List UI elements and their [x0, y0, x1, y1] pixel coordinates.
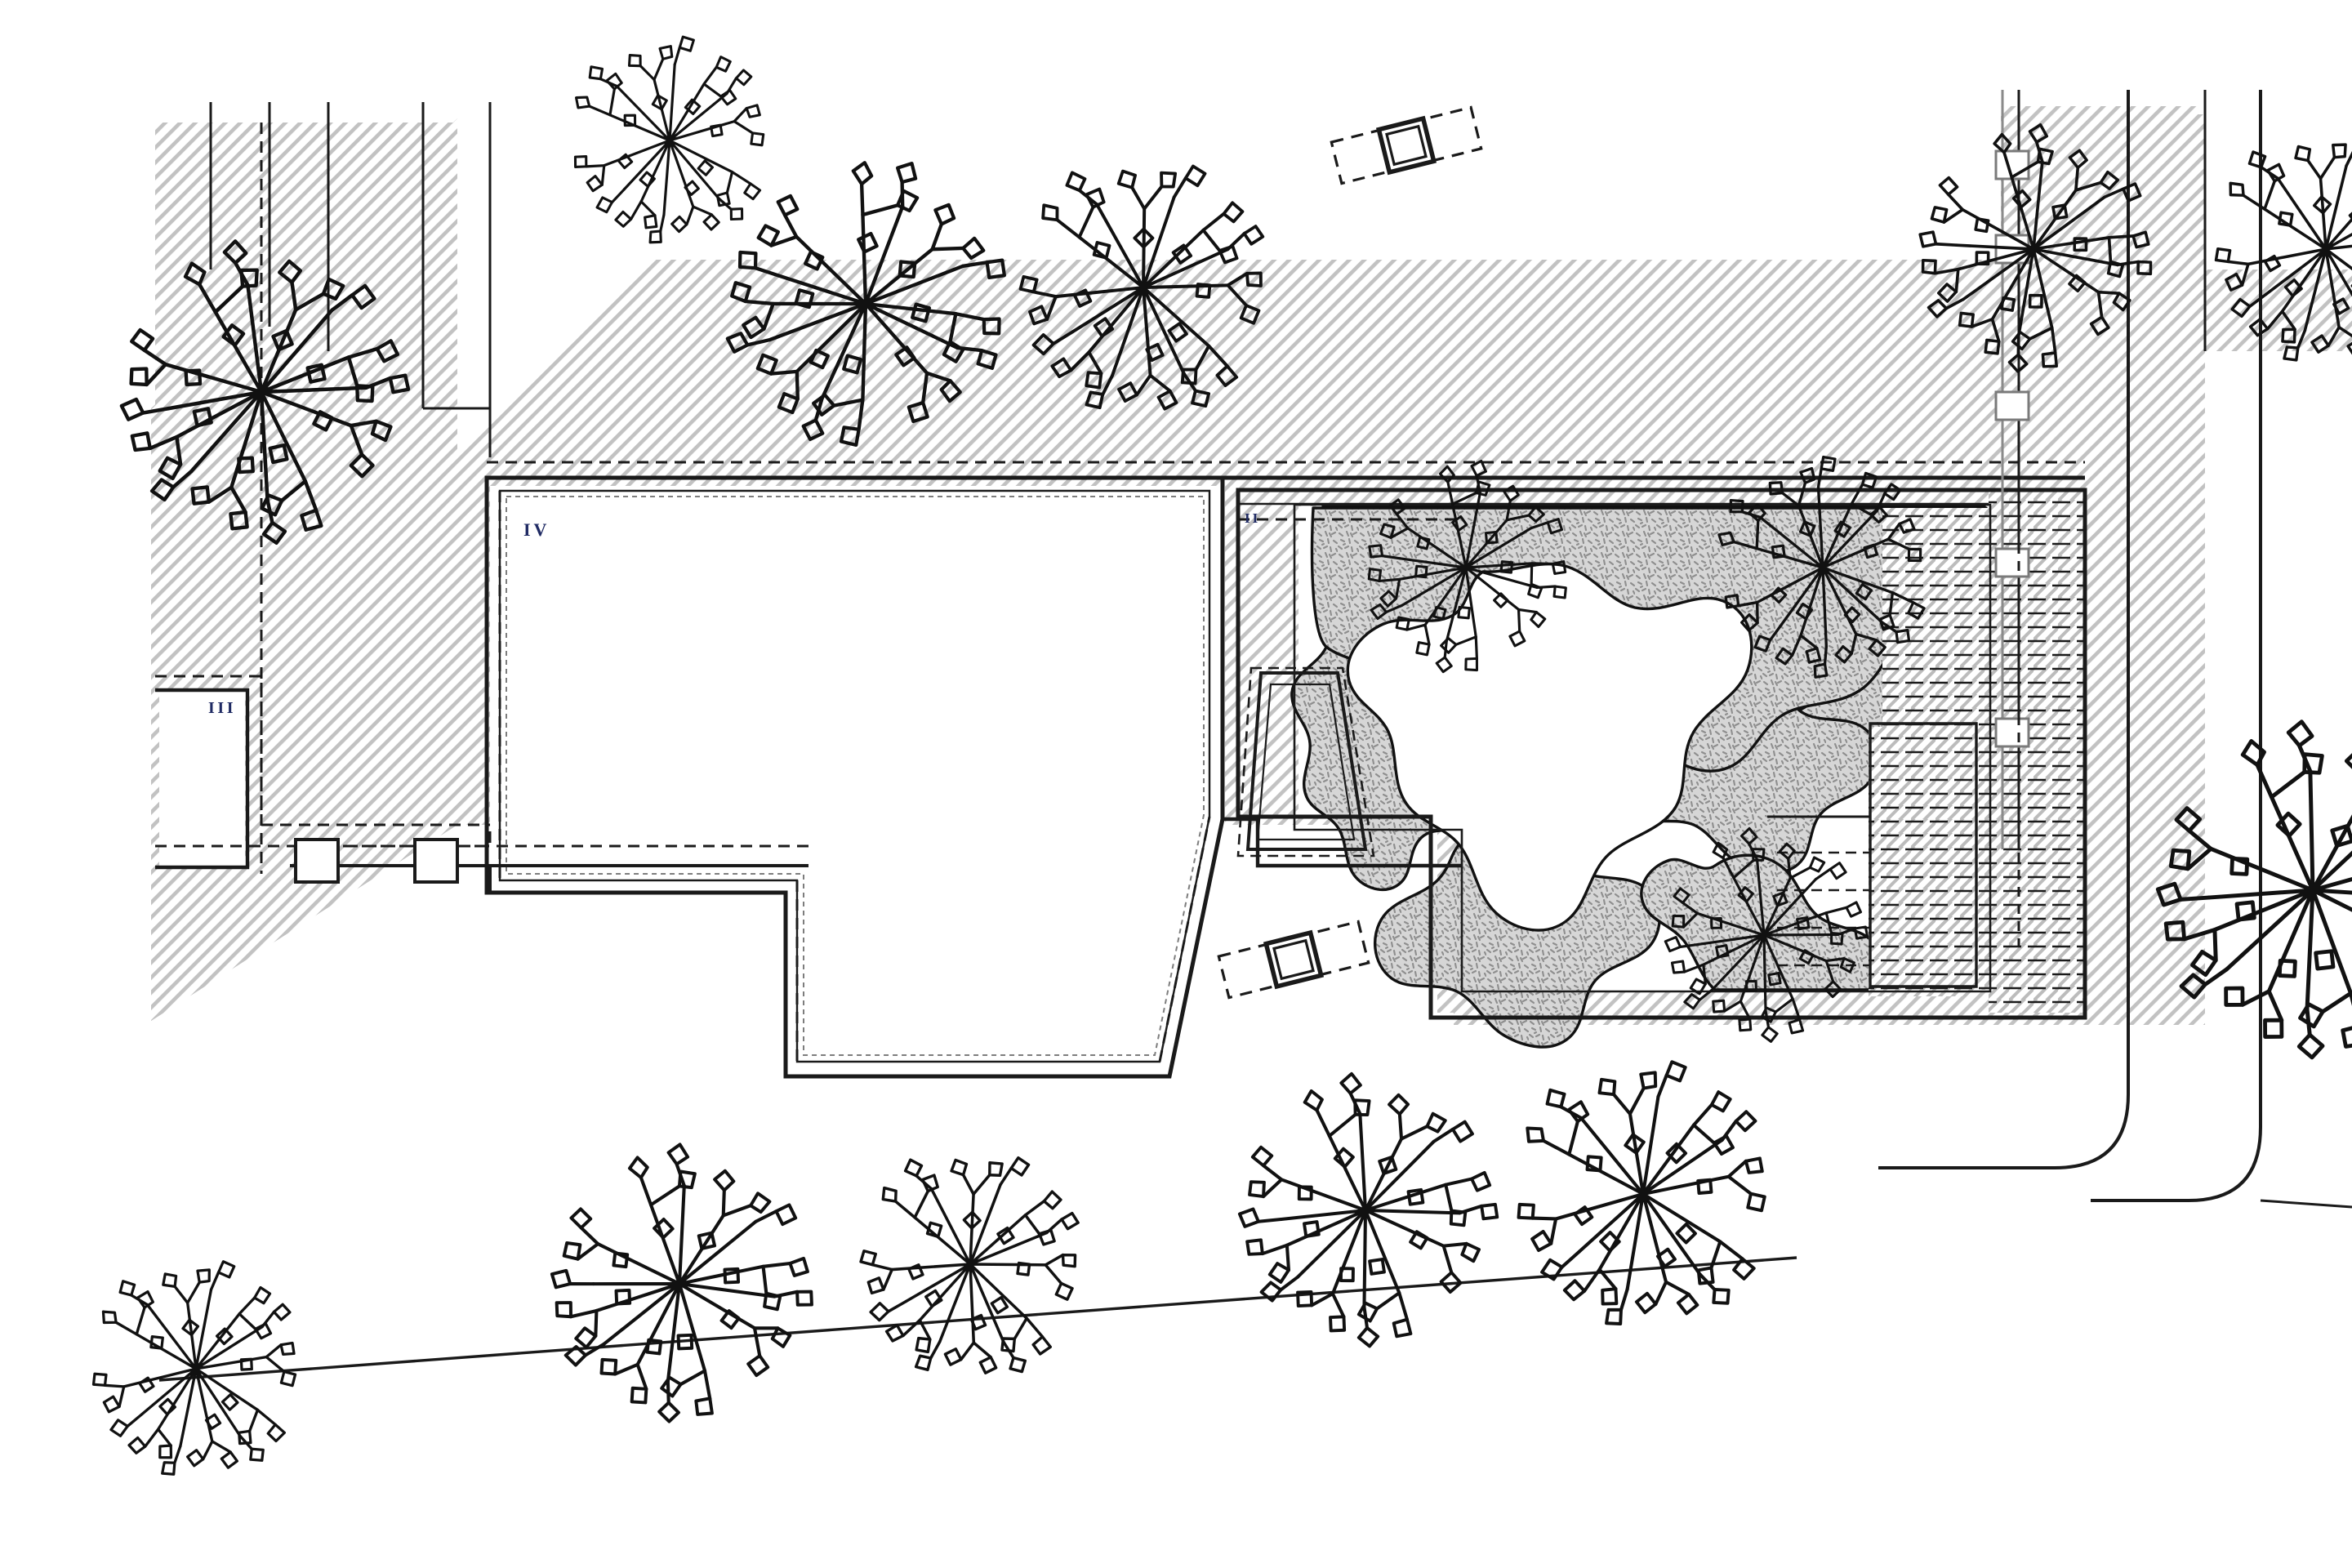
road-kerb-outer: [2091, 90, 2262, 1202]
building-iv-inner: [498, 489, 1211, 1063]
building-iii-outer: [155, 688, 250, 870]
bottom-boundary-line: [158, 1256, 1797, 1382]
pavilion-trapezoid-inner: [1256, 683, 1356, 841]
courtyard-outer: [1236, 488, 2087, 1020]
courtyard-inner: [1293, 503, 1992, 993]
pavilion-trapezoid-dash: [1236, 666, 1375, 858]
piers: [290, 838, 808, 893]
fence-posts: [1994, 149, 2030, 748]
pier-west-2: [413, 838, 459, 884]
pier-west-1: [294, 838, 340, 884]
setback-bld-iv-outer: [498, 491, 1211, 1062]
road-kerb-far: [2260, 1199, 2352, 1209]
setback-left-horz: [155, 825, 492, 848]
courtyard-step-block: [1869, 722, 1978, 988]
upper-left-wall-lines: [209, 102, 492, 457]
pavilion-trapezoid: [1245, 671, 1368, 851]
road-kerb-inner: [1878, 90, 2130, 1169]
building-iv-offset-dash: [506, 496, 1205, 1056]
garden-path: [1346, 562, 1753, 932]
building-iv-outer: [484, 475, 1225, 1079]
right-fence: [1994, 90, 2030, 947]
roads: [1878, 90, 2352, 1209]
